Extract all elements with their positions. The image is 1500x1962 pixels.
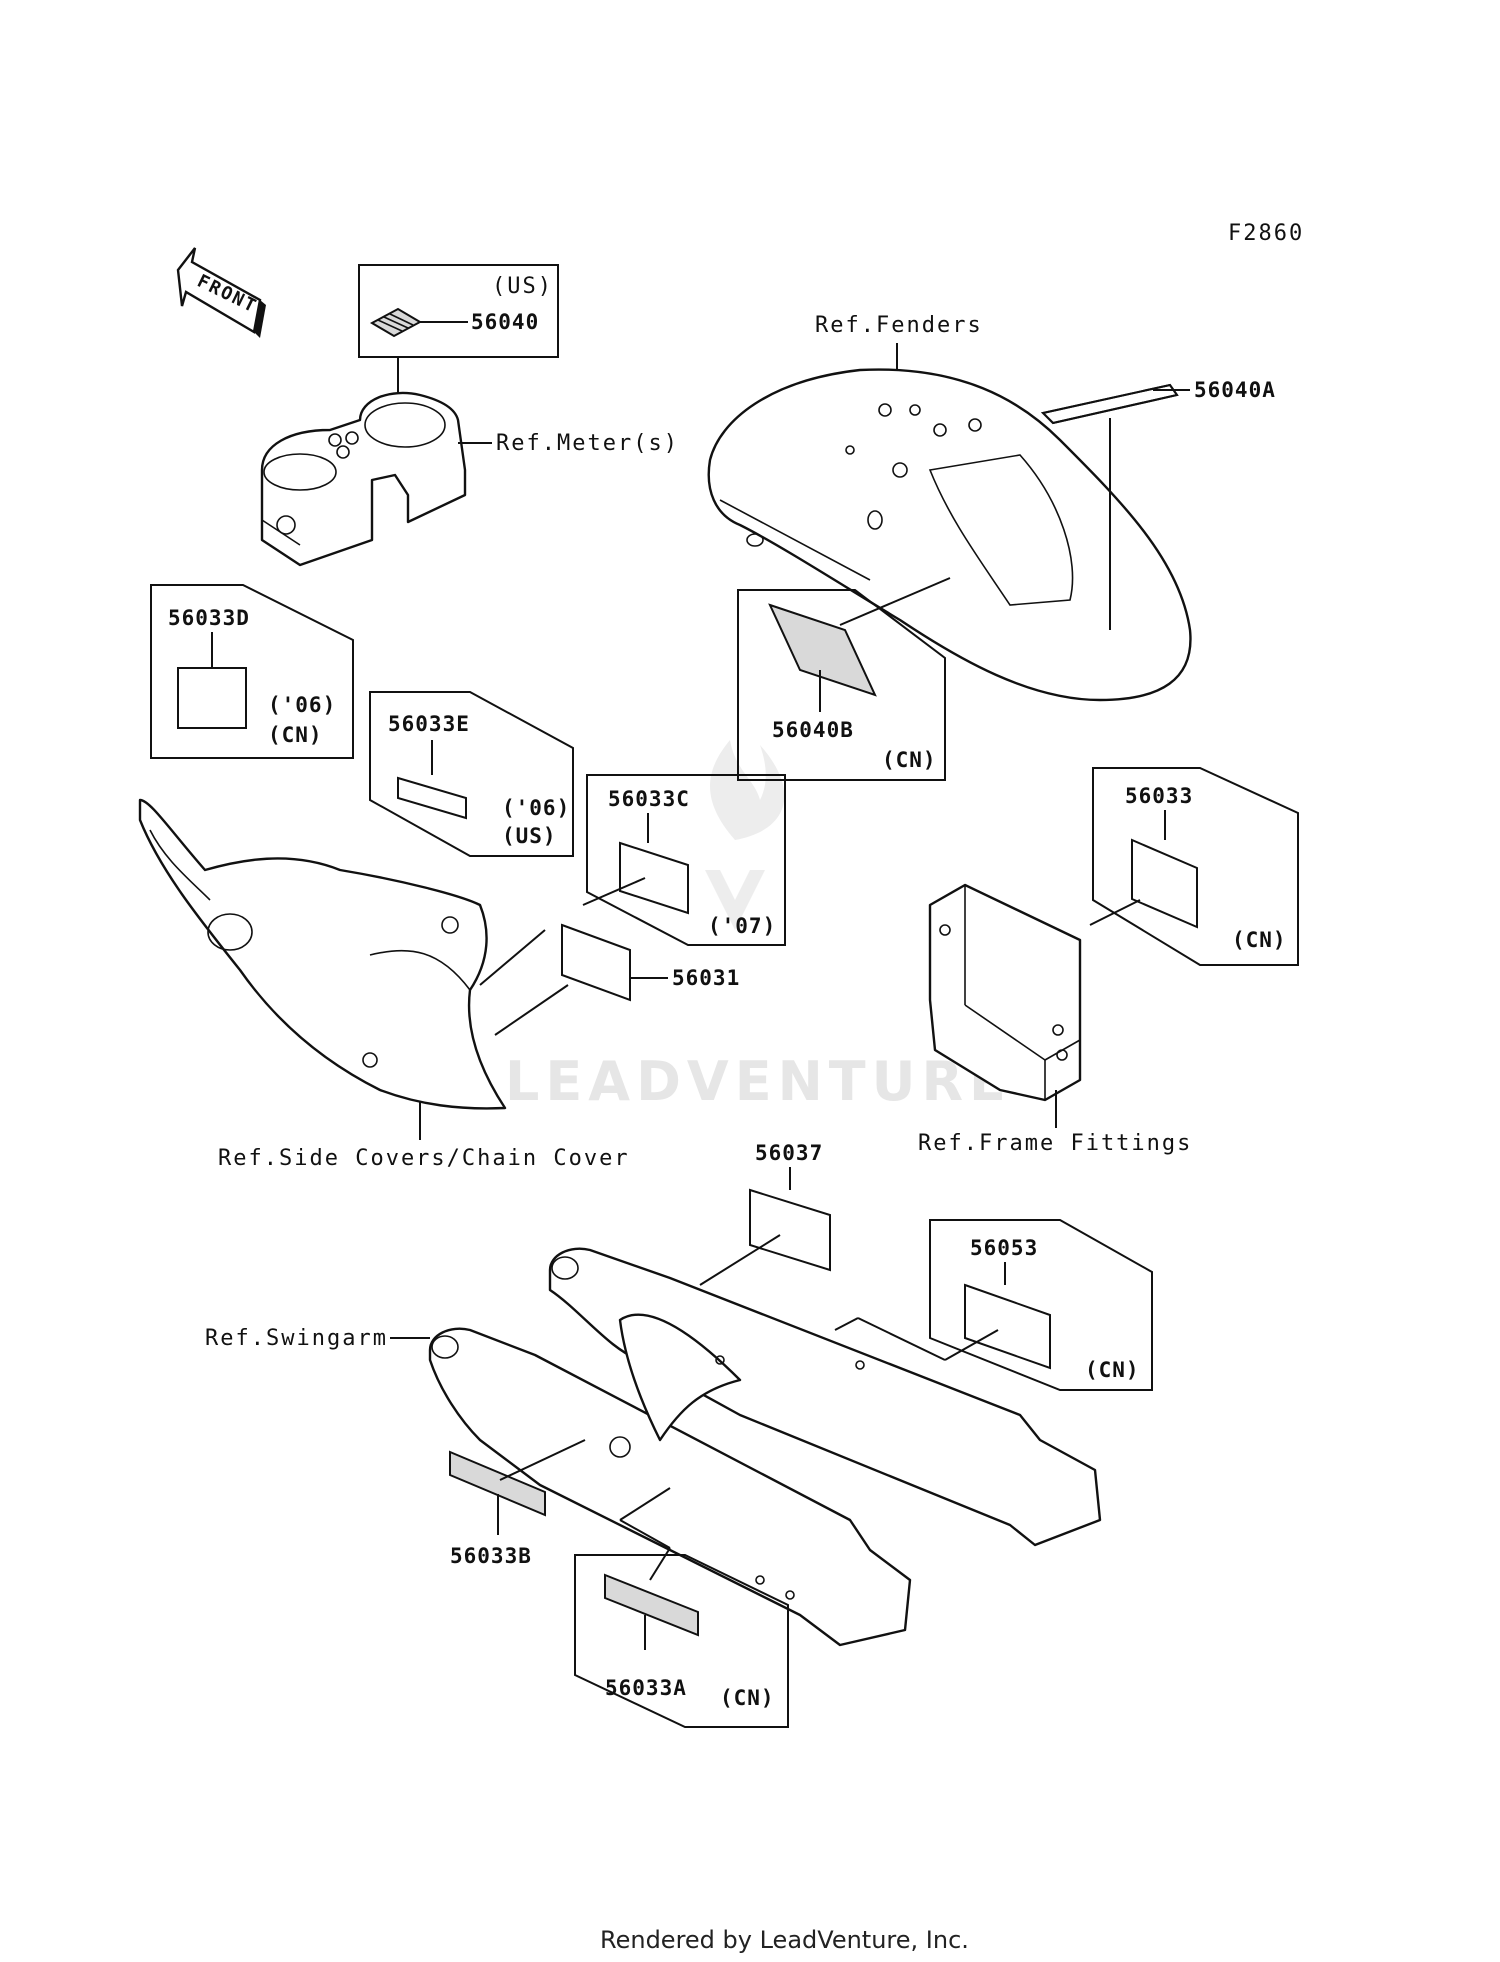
part-note-56033D-year: ('06) [268, 693, 336, 717]
meter-assembly: (US) 56040 Ref.Meter(s) [260, 264, 679, 567]
ref-swingarm-label: Ref.Swingarm [205, 1326, 388, 1351]
frame-fittings-assembly: 56033 (CN) Ref.Frame Fittings [918, 767, 1299, 1156]
part-number-56053: 56053 [970, 1236, 1038, 1260]
part-number-56037: 56037 [755, 1141, 823, 1165]
watermark-text: LEADVENTURE [505, 1050, 1012, 1113]
label-decal-56033D [177, 667, 247, 729]
part-box-56040 [358, 264, 559, 358]
swingarm-right-arm [548, 1247, 1102, 1547]
swingarm-crossmember [618, 1313, 742, 1442]
diagram-code: F2860 [1228, 221, 1304, 246]
part-note-56033D-region: (CN) [268, 723, 323, 747]
part-note-56033C-year: ('07) [708, 914, 776, 938]
footer-credit: Rendered by LeadVenture, Inc. [600, 1926, 969, 1954]
part-number-56033C: 56033C [608, 787, 690, 811]
part-note-56033A-region: (CN) [720, 1686, 775, 1710]
part-note-56053-region: (CN) [1085, 1358, 1140, 1382]
label-decal-56037 [749, 1188, 831, 1272]
part-box-56033A [574, 1554, 789, 1728]
label-decal-56033A [604, 1573, 699, 1637]
part-group-56033B: 56033B [449, 1439, 586, 1568]
part-group-56053: 56053 (CN) [834, 1219, 1153, 1391]
part-note-56040B-region: (CN) [882, 748, 937, 772]
part-box-56033E [369, 691, 574, 857]
part-number-56031: 56031 [672, 966, 740, 990]
label-decal-56033C [619, 841, 689, 915]
part-number-56033E: 56033E [388, 712, 470, 736]
label-decal-56040B [768, 603, 877, 697]
swingarm-left-arm [428, 1327, 912, 1647]
label-decal-56031 [561, 923, 631, 1002]
ref-fenders-label: Ref.Fenders [815, 313, 983, 338]
ref-side-covers-label: Ref.Side Covers/Chain Cover [218, 1146, 630, 1171]
part-group-56037: 56037 [699, 1141, 831, 1286]
label-decal-56033B [449, 1450, 546, 1517]
ref-frame-fittings-label: Ref.Frame Fittings [918, 1131, 1192, 1156]
label-decal-56053 [964, 1283, 1051, 1370]
swingarm-assembly: Ref.Swingarm [205, 1247, 1102, 1647]
part-group-56033C: 56033C ('07) [582, 774, 786, 946]
ref-meter-label: Ref.Meter(s) [496, 431, 679, 456]
part-box-56033D [150, 584, 354, 759]
part-note-56033E-region: (US) [502, 824, 557, 848]
side-cover-assembly: 56031 Ref.Side Covers/Chain Cover [138, 798, 740, 1171]
part-note-56040-us: (US) [492, 274, 553, 299]
watermark: LEADVENTURE [505, 740, 1012, 1113]
meter-body [260, 391, 467, 567]
fender-assembly: Ref.Fenders 56040A 56040B (CN) [707, 313, 1276, 781]
part-group-56033A: 56033A (CN) [574, 1487, 789, 1728]
part-number-56033A: 56033A [605, 1676, 687, 1700]
part-number-56040: 56040 [471, 310, 539, 334]
fender-body [707, 368, 1192, 702]
part-group-56033E: 56033E ('06) (US) [369, 691, 574, 857]
part-number-56040B: 56040B [772, 718, 854, 742]
label-decal-56033E [397, 776, 467, 820]
part-box-56033 [1092, 767, 1299, 966]
part-note-56033-region: (CN) [1232, 928, 1287, 952]
part-note-56033E-year: ('06) [502, 796, 570, 820]
part-group-56033D: 56033D ('06) (CN) [150, 584, 354, 759]
part-box-56033C [586, 774, 786, 946]
part-box-56053 [929, 1219, 1153, 1391]
part-box-56040B [737, 589, 946, 781]
part-number-56040A: 56040A [1194, 378, 1276, 402]
front-arrow-icon: FRONT [176, 247, 266, 338]
side-cover-body [138, 798, 507, 1110]
label-decal-56033 [1131, 838, 1198, 929]
part-number-56033: 56033 [1125, 784, 1193, 808]
part-number-56033B: 56033B [450, 1544, 532, 1568]
part-number-56033D: 56033D [168, 606, 250, 630]
